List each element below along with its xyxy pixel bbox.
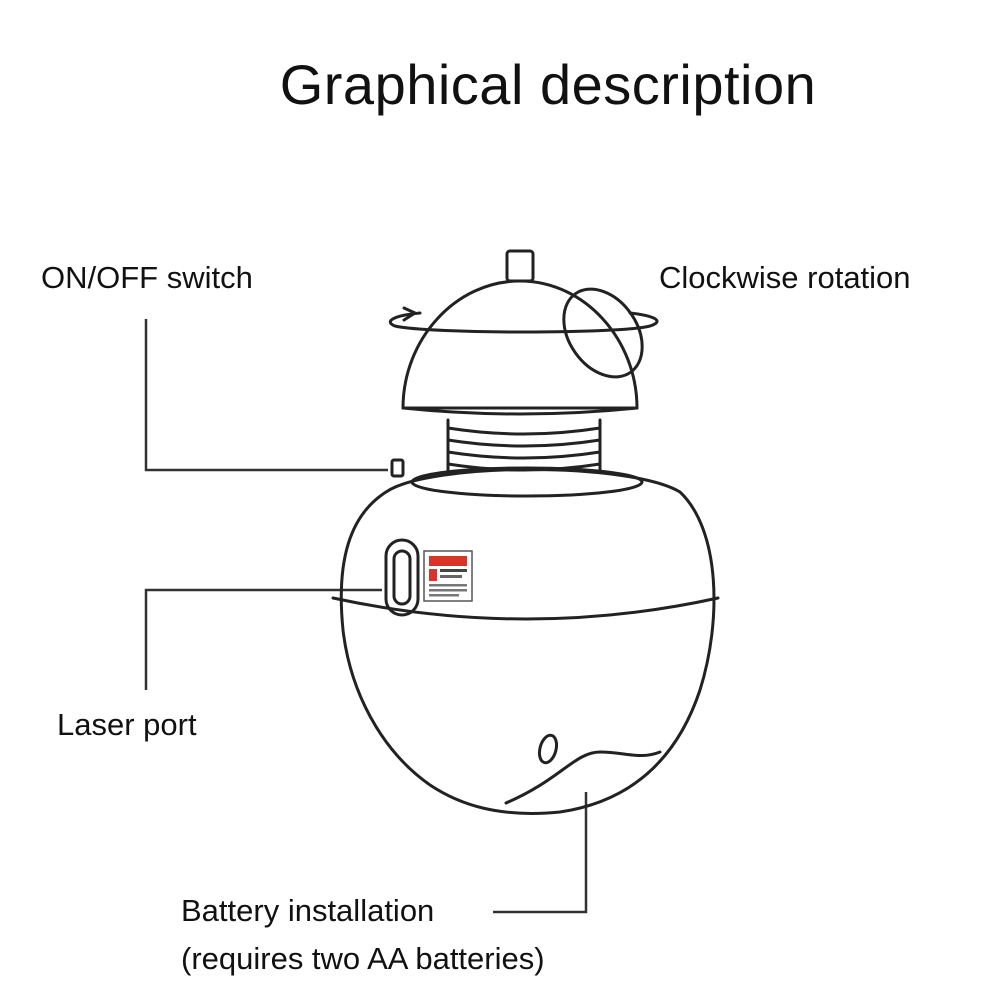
laser-port-label: Laser port [57,707,197,742]
on-off-switch [390,458,405,478]
battery-requirement-note: (requires two AA batteries) [181,941,545,976]
laser-port-leader [144,588,382,690]
rotating-dome-head [401,279,644,416]
laser-warning-sticker [423,550,473,602]
rotation-arrow-icon [388,306,659,334]
battery-cover-screw [537,733,559,765]
main-body [331,466,720,815]
on-off-switch-leader [144,319,388,472]
clockwise-rotation-label: Clockwise rotation [659,260,911,295]
laser-port [384,538,420,617]
page-title: Graphical description [279,53,817,116]
battery-installation-leader [493,792,588,914]
on-off-switch-label: ON/OFF switch [41,260,253,295]
threaded-neck [446,418,602,472]
top-knob [505,249,535,283]
battery-installation-label: Battery installation [181,893,435,928]
